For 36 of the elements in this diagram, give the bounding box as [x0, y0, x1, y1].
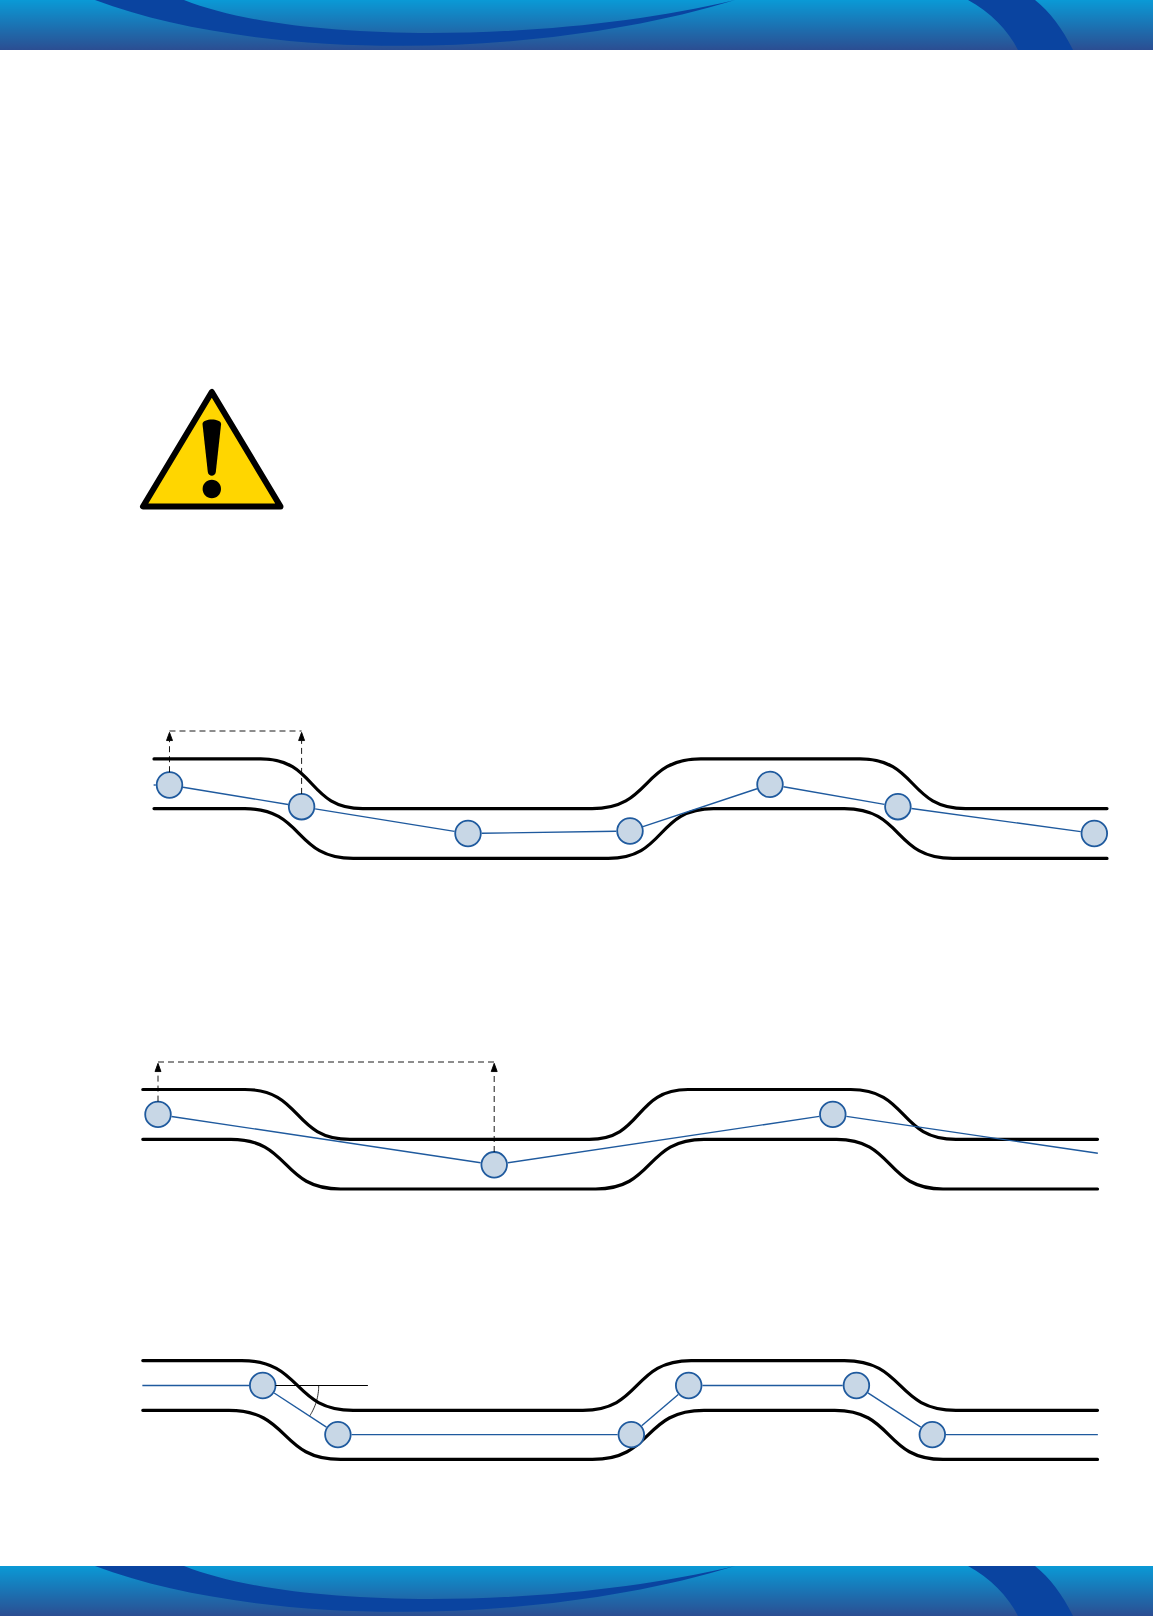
track-point [480, 1151, 508, 1179]
track-point [842, 1371, 871, 1400]
track-line [350, 1433, 619, 1436]
track-line [910, 807, 1082, 833]
track-point [884, 793, 912, 821]
track-point [819, 1100, 847, 1129]
track-point [1080, 819, 1108, 848]
track-line [273, 1392, 328, 1428]
track-line [845, 1115, 1099, 1154]
road [152, 757, 1109, 860]
track-point [155, 771, 184, 799]
road [141, 1359, 1100, 1461]
track-line [701, 1384, 844, 1387]
track-point [617, 1420, 645, 1449]
track-line [170, 1115, 482, 1164]
track-line [641, 1393, 679, 1427]
track-line [481, 830, 617, 834]
track-point [249, 1371, 277, 1400]
track-line [152, 784, 157, 786]
track-point [756, 770, 784, 799]
track-point [675, 1371, 703, 1400]
track-line [867, 1392, 922, 1428]
road [141, 1087, 1100, 1191]
track-line [507, 1115, 820, 1164]
track-point [324, 1420, 352, 1449]
track-point [616, 817, 644, 845]
track-line [782, 786, 886, 806]
track-point [918, 1420, 946, 1449]
track-point [144, 1100, 172, 1129]
track-line [945, 1433, 1099, 1436]
track-line [642, 788, 758, 828]
track-point [287, 793, 316, 821]
track-line [314, 808, 456, 833]
track-line [182, 786, 289, 806]
track-line [141, 1384, 250, 1387]
track-point [454, 819, 482, 848]
